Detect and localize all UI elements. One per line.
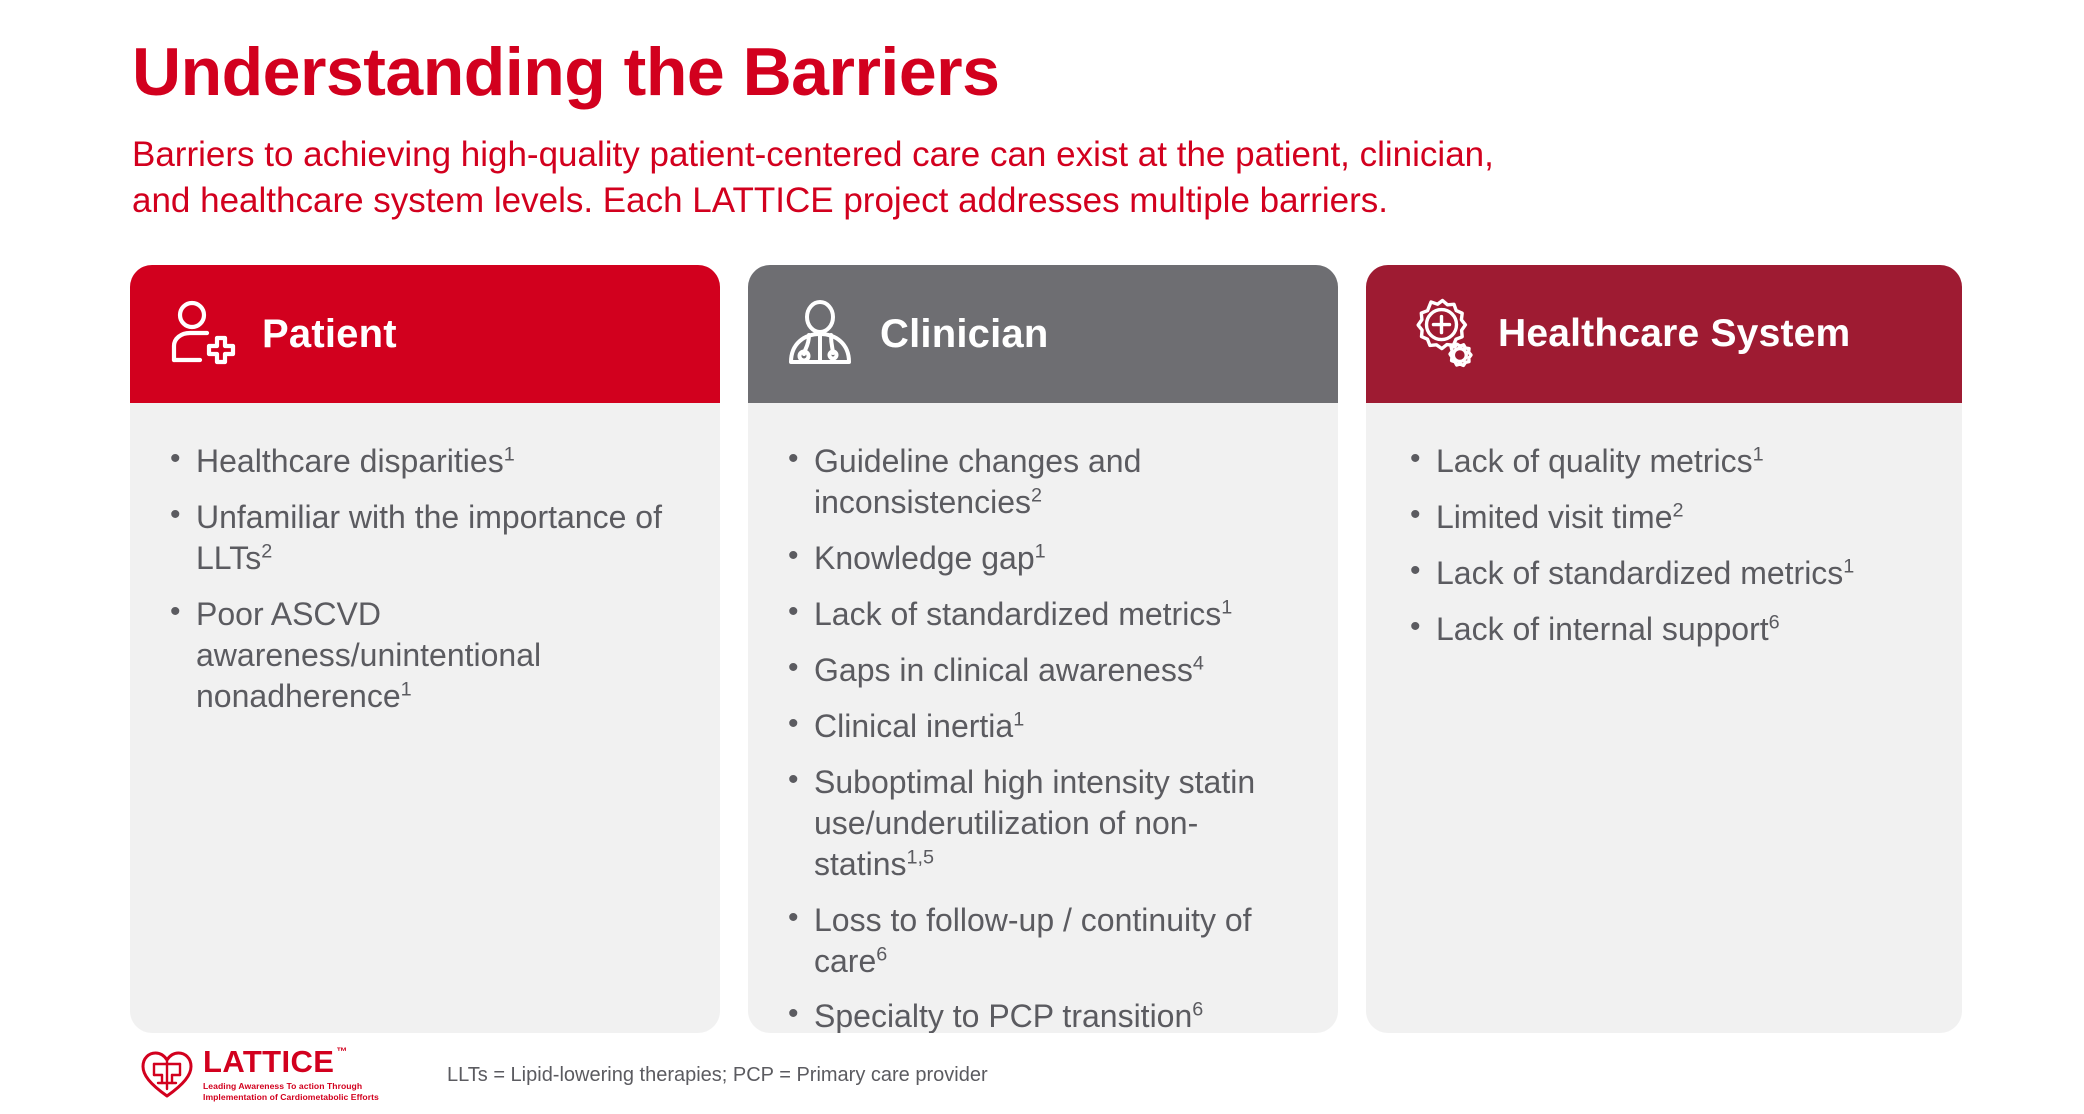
list-item: Suboptimal high intensity statin use/und… [786,761,1310,885]
lattice-logo-text: LATTICE ™ Leading Awareness To action Th… [203,1046,403,1104]
bullet-text: Specialty to PCP transition [814,998,1193,1033]
bullet-superscript: 6 [876,942,888,965]
list-item: Lack of internal support6 [1408,608,1934,650]
list-item: Gaps in clinical awareness4 [786,649,1310,691]
card-clinician-title: Clinician [880,311,1049,356]
bullet-text: Gaps in clinical awareness [814,651,1193,688]
list-item: Healthcare disparities1 [168,440,692,482]
slide-header: Understanding the Barriers Barriers to a… [132,38,1992,223]
gears-plus-icon [1400,295,1476,373]
card-patient: Patient Healthcare disparities1 Unfamili… [130,265,720,1033]
card-healthcare-system-header: Healthcare System [1366,265,1962,403]
bullet-superscript: 1 [1221,596,1233,619]
bullet-superscript: 1 [400,678,412,701]
bullet-text: Lack of internal support [1436,610,1769,647]
list-item: Lack of standardized metrics1 [1408,552,1934,594]
bullet-text: Clinical inertia [814,707,1014,744]
lattice-wordmark: LATTICE ™ [203,1046,403,1077]
barrier-cards-container: Patient Healthcare disparities1 Unfamili… [130,265,1962,1033]
bullet-superscript: 2 [1672,499,1684,522]
bullet-text: Poor ASCVD awareness/unintentional nonad… [196,595,542,714]
bullet-superscript: 1 [1034,540,1046,563]
list-item: Poor ASCVD awareness/unintentional nonad… [168,593,692,717]
bullet-text: Lack of standardized metrics [814,595,1222,632]
card-healthcare-system: Healthcare System Lack of quality metric… [1366,265,1962,1033]
card-patient-title: Patient [262,311,397,356]
list-item: Clinical inertia1 [786,705,1310,747]
list-item: Lack of quality metrics1 [1408,440,1934,482]
trademark-symbol: ™ [336,1046,348,1058]
bullet-superscript: 1,5 [906,845,935,868]
bullet-superscript: 1 [503,443,515,466]
lattice-word: LATTICE [203,1044,335,1079]
card-healthcare-system-body: Lack of quality metrics1 Limited visit t… [1366,403,1962,1033]
footnote-abbreviations: LLTs = Lipid-lowering therapies; PCP = P… [447,1063,988,1086]
lattice-tagline: Leading Awareness To action Through Impl… [203,1081,379,1103]
card-patient-body: Healthcare disparities1 Unfamiliar with … [130,403,720,1033]
clinician-stethoscope-icon [782,295,858,373]
card-clinician-body: Guideline changes and inconsistencies2 K… [748,403,1338,1033]
bullet-text: Lack of quality metrics [1436,443,1753,479]
lattice-heart-icon [140,1049,194,1101]
healthcare-system-barrier-list: Lack of quality metrics1 Limited visit t… [1408,440,1934,650]
list-item: Guideline changes and inconsistencies2 [786,440,1310,523]
subtitle-line-2: and healthcare system levels. Each LATTI… [132,180,1389,220]
card-patient-header: Patient [130,265,720,403]
bullet-text: Suboptimal high intensity statin use/und… [814,763,1256,882]
bullet-text: Loss to follow-up / continuity of care [814,901,1252,979]
bullet-text: Guideline changes and inconsistencies [814,443,1142,520]
page-subtitle: Barriers to achieving high-quality patie… [132,132,1922,223]
bullet-text: Healthcare disparities [196,443,504,479]
list-item: Specialty to PCP transition6 [786,995,1310,1033]
bullet-superscript: 6 [1192,998,1204,1021]
bullet-superscript: 1 [1013,708,1025,731]
bullet-text: Lack of standardized metrics [1436,554,1844,591]
list-item: Lack of standardized metrics1 [786,593,1310,635]
page-title: Understanding the Barriers [132,34,1000,110]
lattice-logo: LATTICE ™ Leading Awareness To action Th… [140,1046,403,1104]
subtitle-line-1: Barriers to achieving high-quality patie… [132,135,1494,174]
bullet-superscript: 6 [1768,611,1780,634]
list-item: Limited visit time2 [1408,496,1934,538]
list-item: Unfamiliar with the importance of LLTs2 [168,496,692,579]
bullet-text: Unfamiliar with the importance of LLTs [196,498,662,576]
bullet-superscript: 2 [1031,484,1043,507]
patient-person-plus-icon [164,295,240,373]
patient-barrier-list: Healthcare disparities1 Unfamiliar with … [168,440,692,717]
slide-footer: LATTICE ™ Leading Awareness To action Th… [140,1046,988,1104]
bullet-superscript: 4 [1192,652,1204,675]
card-healthcare-system-title: Healthcare System [1498,312,1851,355]
bullet-text: Knowledge gap [814,539,1035,576]
bullet-superscript: 2 [261,540,273,563]
bullet-superscript: 1 [1752,443,1764,466]
list-item: Knowledge gap1 [786,537,1310,579]
clinician-barrier-list: Guideline changes and inconsistencies2 K… [786,440,1310,1033]
bullet-superscript: 1 [1843,555,1855,578]
card-clinician-header: Clinician [748,265,1338,403]
list-item: Loss to follow-up / continuity of care6 [786,899,1310,982]
card-clinician: Clinician Guideline changes and inconsis… [748,265,1338,1033]
bullet-text: Limited visit time [1436,498,1673,535]
